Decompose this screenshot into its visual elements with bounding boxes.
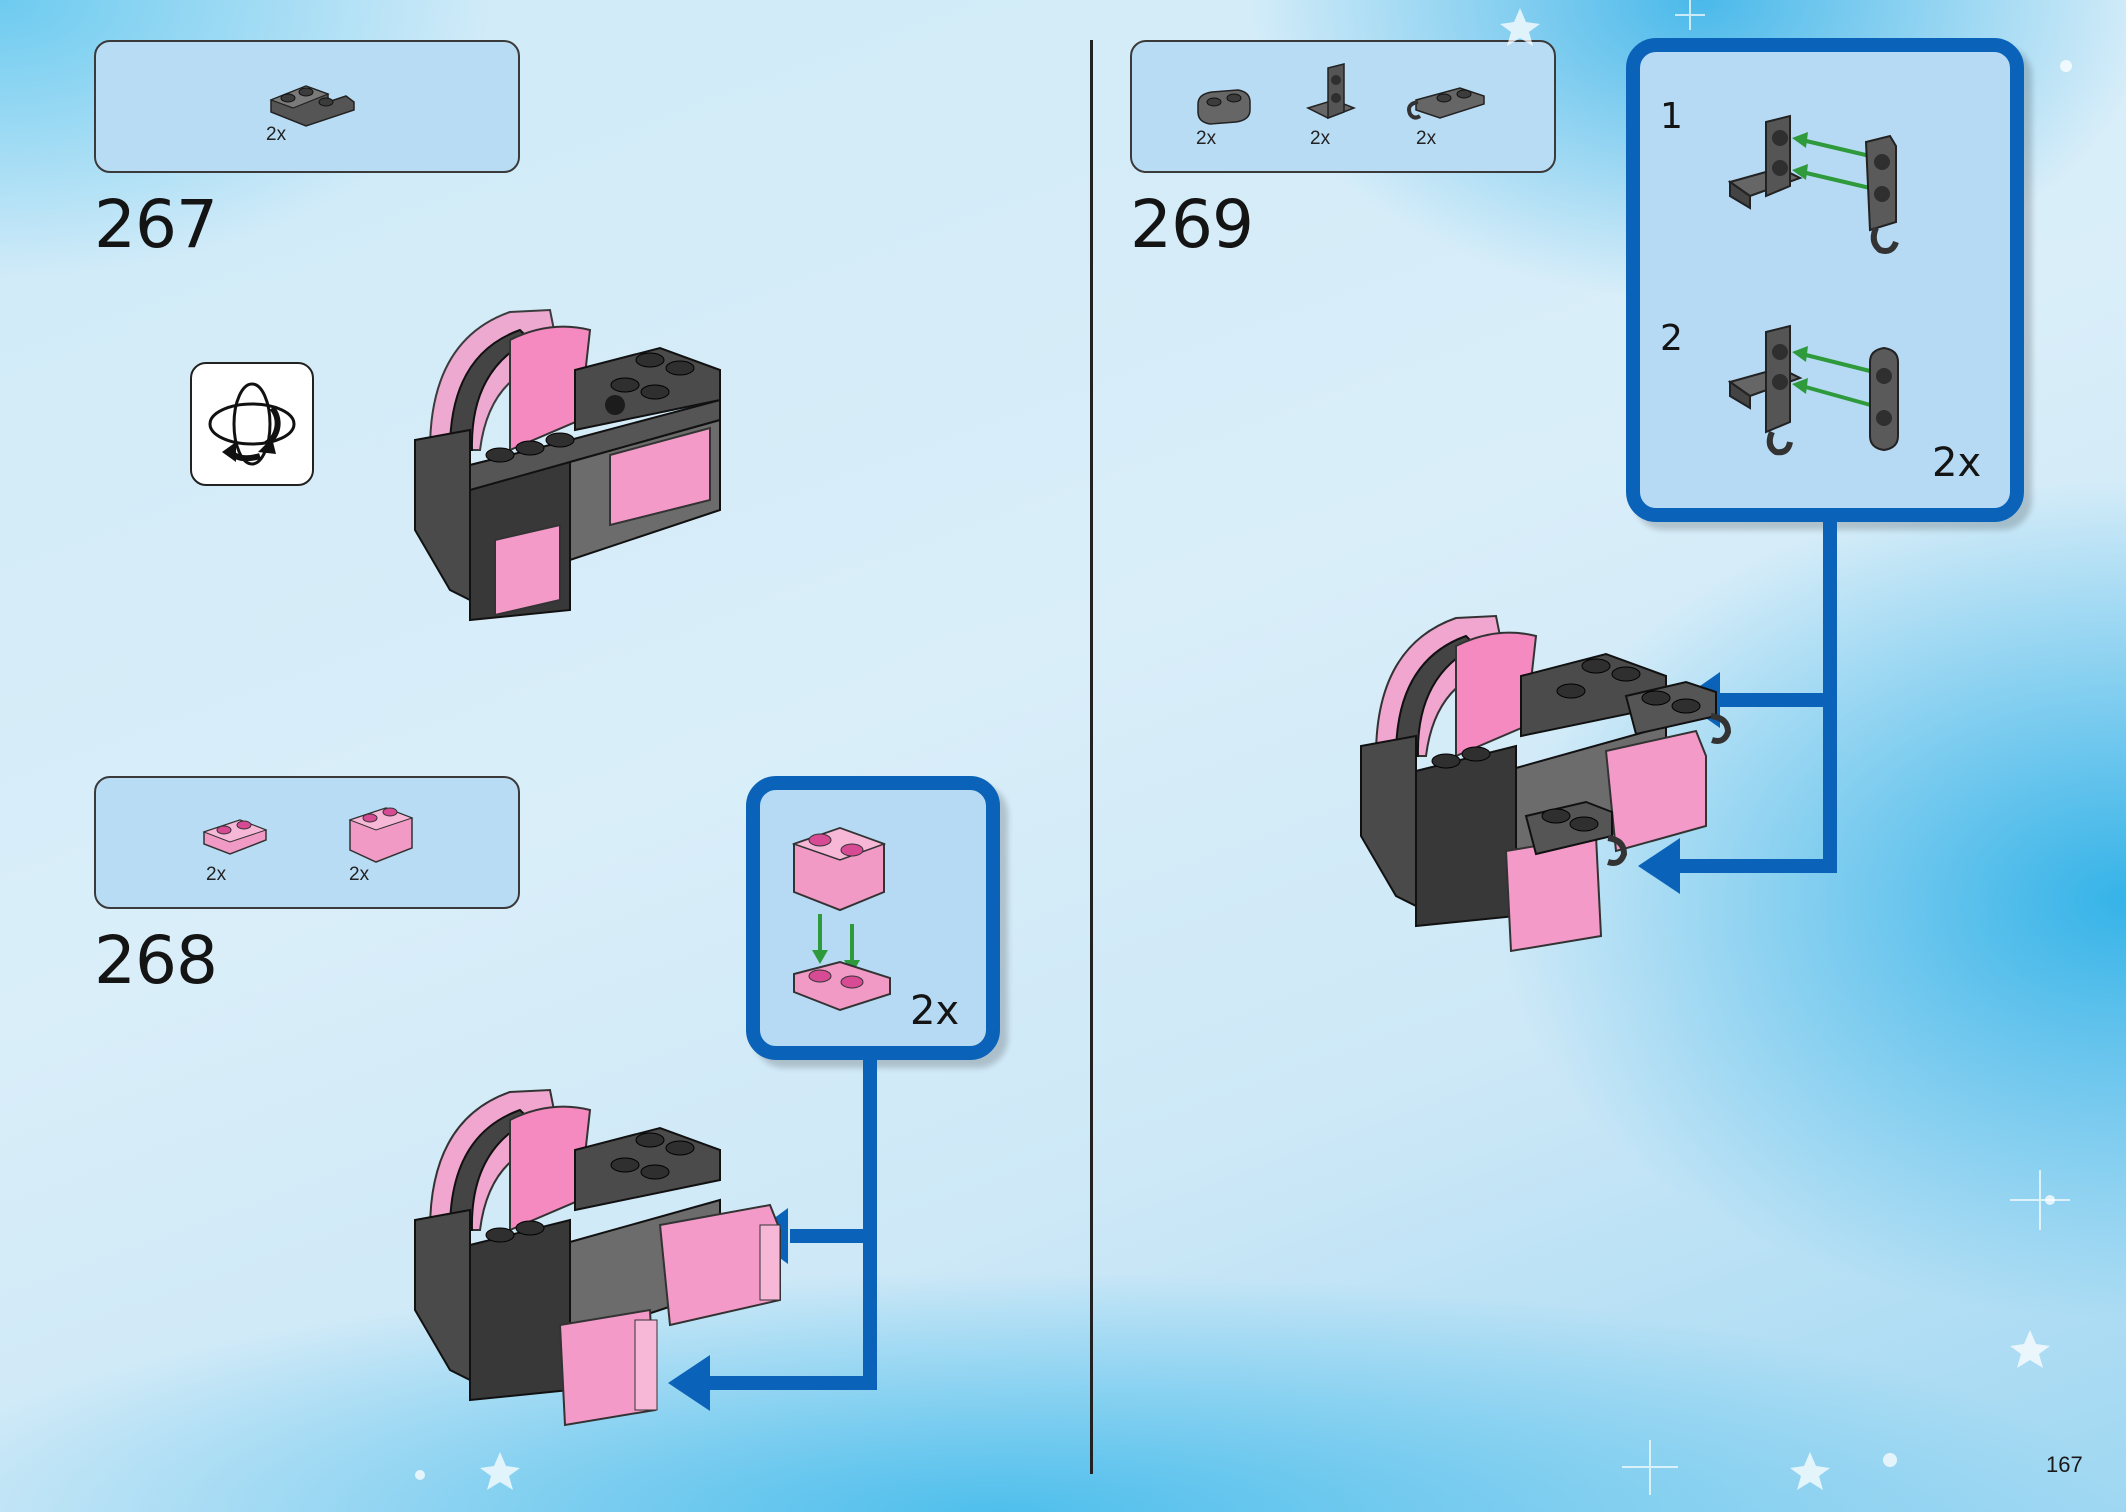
sub-step-2-illustration (1727, 324, 1899, 456)
model-step-267 (414, 308, 721, 622)
sub-step-number-2: 2 (1660, 318, 1683, 359)
step-number-269: 269 (1130, 186, 1254, 263)
sub-assembly-illustration (791, 826, 891, 1012)
callout-qty: 2x (1932, 440, 1982, 486)
rotate-arrows-icon (208, 382, 296, 466)
part-qty: 2x (1196, 128, 1217, 149)
pink-brick-icon (348, 807, 414, 863)
part-qty: 2x (1310, 128, 1331, 149)
model-step-268 (414, 1088, 781, 1427)
rounded-plate-icon (1197, 89, 1251, 125)
pink-plate-icon (202, 819, 268, 855)
parts-list-267: 2x (94, 40, 520, 173)
step-number-268: 268 (94, 922, 218, 999)
model-step-269 (1360, 614, 1732, 953)
part-qty: 2x (206, 864, 227, 885)
sub-step-1-illustration (1727, 114, 1899, 254)
sub-assembly-callout-268: 2x (746, 776, 1000, 1060)
step-number-267: 267 (94, 186, 218, 263)
parts-list-269: 2x 2x 2x (1130, 40, 1556, 173)
sub-assembly-callout-269: 1 2 2x (1626, 38, 2024, 522)
part-qty: 2x (349, 864, 370, 885)
page-divider (1090, 40, 1093, 1474)
page-number: 167 (2046, 1452, 2083, 1477)
part-qty: 2x (1416, 128, 1437, 149)
part-qty: 2x (266, 124, 287, 145)
rotate-model-icon (190, 362, 314, 486)
parts-list-268: 2x 2x (94, 776, 520, 909)
callout-qty: 2x (910, 988, 960, 1034)
corner-plate-icon (269, 85, 355, 127)
clip-plate-icon (1407, 87, 1485, 120)
bracket-icon (1305, 63, 1357, 120)
sub-step-number-1: 1 (1660, 96, 1683, 137)
